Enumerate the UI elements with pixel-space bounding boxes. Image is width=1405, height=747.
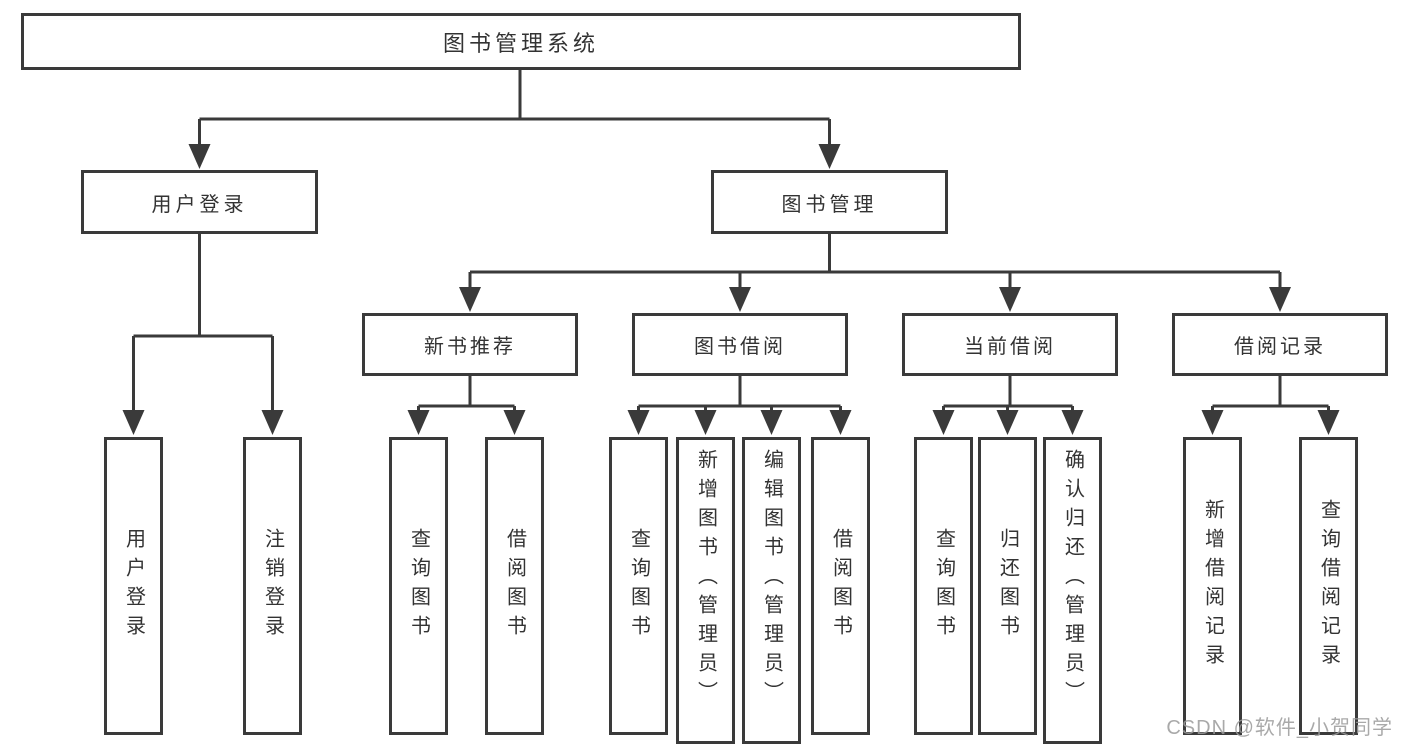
leaf-label: 归还图书 [996,528,1019,644]
arrowhead-icon [122,410,145,435]
arrowhead-icon [996,410,1019,435]
node-label: 图书管理 [781,193,878,216]
arrowhead-icon [627,410,650,435]
leaf-label: 查询图书 [932,528,955,644]
leaf-label: 用户登录 [122,528,145,644]
node-label: 用户登录 [151,193,248,216]
leaf-query-book-currentgroup: 查询图书 [914,437,973,735]
leaf-confirm-return-admin: 确认归还（管理员） [1043,437,1102,744]
arrowhead-icon [999,287,1021,312]
arrowhead-icon [829,410,852,435]
arrowhead-icon [261,410,284,435]
leaf-query-book-borrowgroup: 查询图书 [609,437,668,735]
arrowhead-icon [459,287,481,312]
leaf-label: 借阅图书 [503,528,526,644]
leaf-label: 查询借阅记录 [1317,499,1340,673]
node-label: 图书管理系统 [442,30,599,56]
arrowhead-icon [188,144,211,169]
arrowhead-icon [818,144,841,169]
leaf-add-book-admin: 新增图书（管理员） [676,437,735,744]
node-new-book-recommend: 新书推荐 [362,313,578,376]
arrowhead-icon [932,410,955,435]
leaf-edit-book-admin: 编辑图书（管理员） [742,437,801,744]
leaf-add-borrow-record: 新增借阅记录 [1183,437,1242,735]
leaf-label: 新增借阅记录 [1201,499,1224,673]
leaf-label: 借阅图书 [829,528,852,644]
leaf-label: 注销登录 [261,528,284,644]
leaf-label: 编辑图书（管理员） [760,449,783,710]
node-label: 借阅记录 [1234,336,1326,358]
node-borrow-records: 借阅记录 [1172,313,1388,376]
arrowhead-icon [1061,410,1084,435]
leaf-label: 确认归还（管理员） [1061,449,1084,710]
node-current-borrow: 当前借阅 [902,313,1118,376]
csdn-watermark: CSDN @软件_小贺同学 [1166,717,1393,739]
node-label: 当前借阅 [964,336,1056,358]
leaf-borrow-book-borrowgroup: 借阅图书 [811,437,870,735]
node-book-management: 图书管理 [711,170,948,234]
node-user-login: 用户登录 [81,170,318,234]
node-label: 图书借阅 [694,336,786,358]
leaf-label: 查询图书 [627,528,650,644]
arrowhead-icon [1201,410,1224,435]
arrowhead-icon [407,410,430,435]
leaf-label: 查询图书 [407,528,430,644]
leaf-label: 新增图书（管理员） [694,449,717,710]
leaf-logout: 注销登录 [243,437,302,735]
arrowhead-icon [729,287,751,312]
node-library-system-root: 图书管理系统 [21,13,1021,70]
leaf-return-book: 归还图书 [978,437,1037,735]
arrowhead-icon [1269,287,1291,312]
node-label: 新书推荐 [424,336,516,358]
arrowhead-icon [503,410,526,435]
leaf-borrow-book-newbooks: 借阅图书 [485,437,544,735]
node-book-borrow: 图书借阅 [632,313,848,376]
arrowhead-icon [694,410,717,435]
leaf-query-book-newbooks: 查询图书 [389,437,448,735]
leaf-user-login: 用户登录 [104,437,163,735]
arrowhead-icon [760,410,783,435]
leaf-query-borrow-record: 查询借阅记录 [1299,437,1358,735]
arrowhead-icon [1317,410,1340,435]
